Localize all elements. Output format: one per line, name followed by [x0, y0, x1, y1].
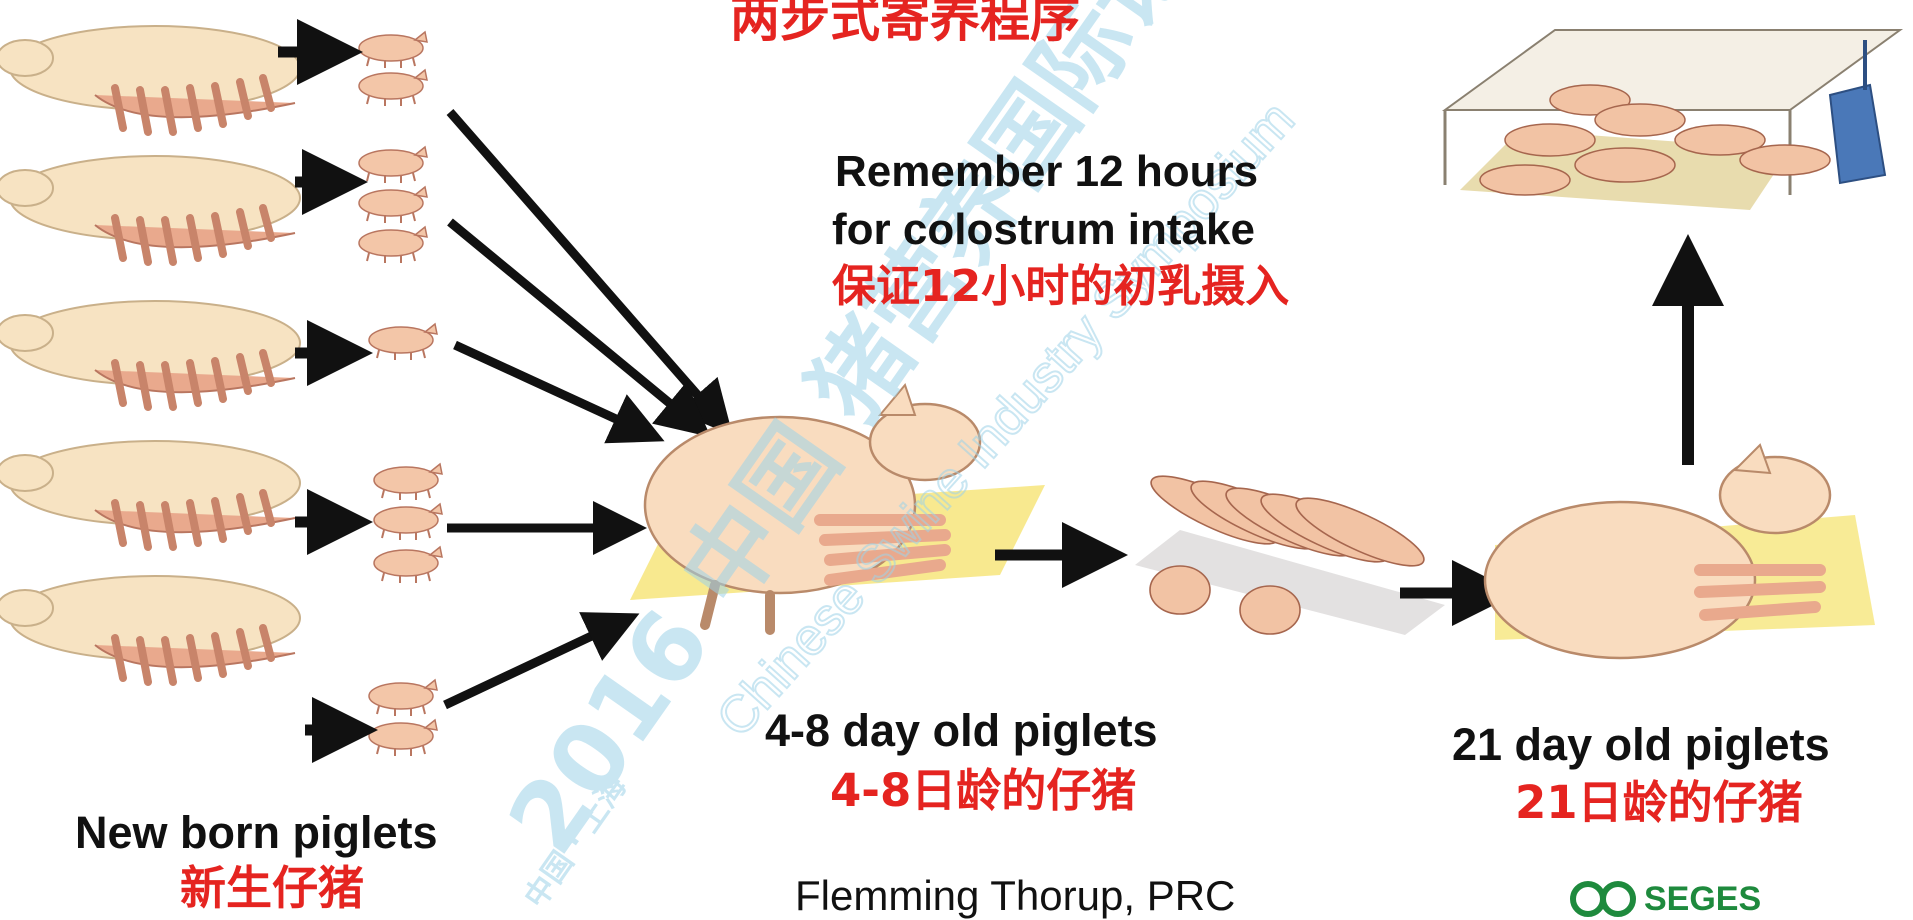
sow-3 [0, 301, 300, 407]
newborn-label: New born piglets [75, 810, 438, 855]
remember-line1: Remember 12 hours [835, 150, 1258, 194]
piglets-4-8-day [1135, 464, 1445, 635]
page-title: 两步式寄养程序 [730, 0, 1080, 44]
sow-1 [0, 26, 300, 132]
piglet-group-4 [374, 464, 442, 583]
piglet-group-3 [369, 324, 437, 360]
seges-logo: SEGES [1570, 880, 1761, 918]
day21-label: 21 day old piglets [1452, 722, 1830, 767]
piglet-group-5 [369, 680, 437, 756]
piglet-group-1 [359, 32, 427, 106]
seges-logo-mark [1600, 881, 1636, 917]
day4-8-label-cn: 4-8日龄的仔猪 [830, 768, 1136, 813]
day21-label-cn: 21日龄的仔猪 [1515, 780, 1803, 825]
sow-2 [0, 156, 300, 262]
sow-21-day [1485, 445, 1875, 658]
piglet-group-2 [359, 147, 427, 263]
seges-logo-text: SEGES [1644, 880, 1761, 919]
remember-cn: 保证12小时的初乳摄入 [832, 265, 1289, 309]
author-credit: Flemming Thorup, PRC [795, 872, 1235, 920]
sow-4 [0, 441, 300, 547]
remember-line2: for colostrum intake [832, 208, 1255, 252]
weaner-pen [1445, 30, 1900, 210]
day4-8-label: 4-8 day old piglets [765, 708, 1158, 753]
sow-5 [0, 576, 300, 682]
newborn-label-cn: 新生仔猪 [180, 865, 364, 911]
